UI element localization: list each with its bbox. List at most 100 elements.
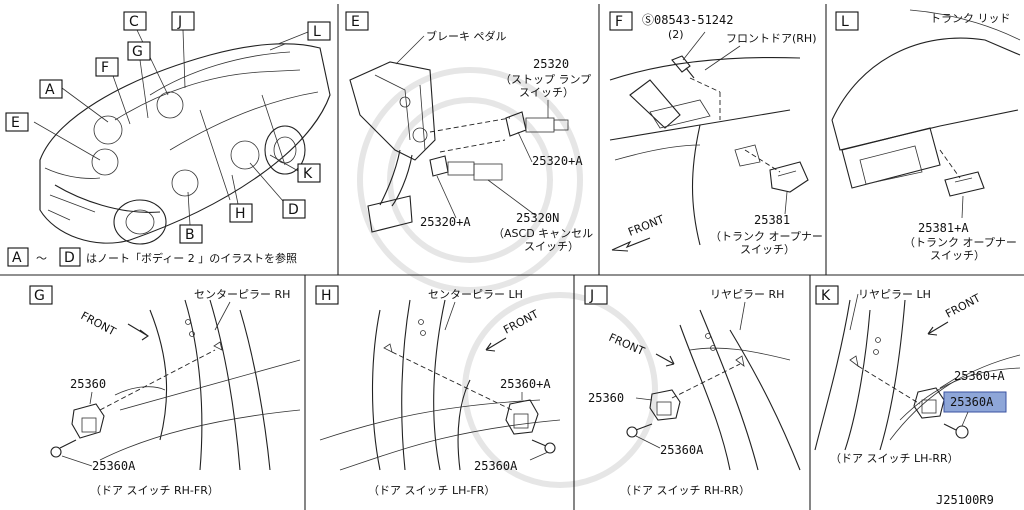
overview-panel: A B C D E F G H J K L A 〜 D はノート「ボディー 2 … — [5, 11, 331, 267]
svg-text:はノート「ボディー 2 」のイラストを参照: はノート「ボディー 2 」のイラストを参照 — [86, 251, 297, 265]
svg-text:25360: 25360 — [588, 391, 624, 405]
screw-icon — [626, 423, 653, 438]
center-pillar-lh — [319, 299, 561, 471]
svg-text:（ドア スイッチ RH-RR）: （ドア スイッチ RH-RR） — [620, 484, 750, 497]
svg-text:G: G — [34, 288, 45, 304]
front-arrow-k — [927, 321, 949, 336]
callout-a[interactable]: A — [39, 79, 63, 99]
svg-text:センターピラー RH: センターピラー RH — [194, 288, 290, 301]
svg-text:J: J — [589, 288, 594, 304]
car-illustration — [39, 43, 331, 245]
svg-text:D: D — [288, 202, 299, 218]
callout-c[interactable]: C — [123, 11, 147, 31]
front-arrow-f — [611, 237, 651, 252]
svg-text:25360+A: 25360+A — [500, 377, 551, 391]
svg-text:25381: 25381 — [754, 213, 790, 227]
callout-f[interactable]: F — [95, 57, 119, 77]
svg-text:（ストップ ランプ: （ストップ ランプ — [500, 73, 591, 86]
svg-text:(2): (2) — [668, 28, 684, 41]
panel-grid — [0, 4, 1024, 510]
svg-text:（ドア スイッチ RH-FR）: （ドア スイッチ RH-FR） — [90, 484, 219, 497]
door-switch-rh-rr — [649, 389, 681, 421]
svg-text:スイッチ）: スイッチ） — [524, 240, 579, 253]
svg-text:25360: 25360 — [70, 377, 106, 391]
svg-text:F: F — [101, 60, 109, 76]
svg-text:フロントドア(RH): フロントドア(RH) — [726, 32, 817, 45]
callout-b[interactable]: B — [179, 224, 203, 244]
ascd-cancel-switch — [429, 155, 503, 181]
svg-text:J: J — [177, 14, 182, 30]
svg-text:H: H — [321, 288, 332, 304]
screw-icon — [943, 423, 969, 439]
panel-l: L トランク リッド 25381+A （トランク オープナー スイッチ） — [831, 9, 1021, 262]
panel-f: F Ⓢ08543-51242 (2) フロントドア(RH) 25381 （トラン… — [609, 11, 823, 256]
panel-g: G センターピラー RH 25360 25360A （ドア スイッチ R — [29, 285, 301, 497]
svg-text:25360A: 25360A — [660, 443, 704, 457]
stop-lamp-switch — [505, 111, 569, 137]
svg-text:K: K — [303, 166, 313, 182]
callout-e[interactable]: E — [5, 112, 29, 132]
front-door-illustration — [609, 56, 801, 246]
svg-text:リヤピラー RH: リヤピラー RH — [710, 288, 784, 301]
svg-text:25381+A: 25381+A — [918, 221, 969, 235]
bolt-icon — [671, 55, 695, 79]
svg-text:25360A: 25360A — [92, 459, 136, 473]
svg-text:25320N: 25320N — [516, 211, 559, 225]
door-switch-lh-fr — [505, 399, 539, 435]
panel-k: K リヤピラー LH 25360+A 25360A （ドア スイッチ LH-RR… — [814, 285, 1021, 465]
callout-g[interactable]: G — [127, 41, 151, 61]
svg-text:スイッチ）: スイッチ） — [519, 86, 574, 99]
trunk-opener-switch-l — [944, 171, 985, 197]
screw-icon — [50, 439, 77, 458]
svg-text:L: L — [841, 14, 849, 30]
svg-text:（ドア スイッチ LH-FR）: （ドア スイッチ LH-FR） — [368, 484, 495, 497]
svg-text:（トランク オープナー: （トランク オープナー — [904, 236, 1017, 249]
svg-text:L: L — [313, 24, 321, 40]
svg-text:G: G — [132, 44, 143, 60]
front-arrow-j — [655, 353, 675, 367]
rear-pillar-rh — [679, 309, 801, 471]
svg-text:FRONT: FRONT — [943, 291, 983, 320]
svg-text:リヤピラー LH: リヤピラー LH — [858, 288, 931, 301]
svg-text:25320+A: 25320+A — [420, 215, 471, 229]
callout-l[interactable]: L — [307, 21, 331, 41]
rear-pillar-lh — [814, 299, 1021, 451]
trunk-lid-illustration — [831, 9, 1021, 189]
svg-text:25320: 25320 — [533, 57, 569, 71]
door-switch-rh-fr — [71, 403, 105, 439]
highlighted-part-25360a[interactable] — [943, 391, 1007, 413]
diagram-id: J25100R9 — [936, 493, 994, 507]
svg-text:C: C — [129, 14, 139, 30]
svg-text:25360A: 25360A — [474, 459, 518, 473]
svg-text:FRONT: FRONT — [626, 213, 666, 239]
callout-h[interactable]: H — [229, 203, 253, 223]
svg-text:A: A — [45, 82, 55, 98]
callout-d[interactable]: D — [282, 199, 306, 219]
overview-note: A 〜 D はノート「ボディー 2 」のイラストを参照 — [7, 247, 297, 267]
overview-leaders — [33, 29, 309, 226]
svg-text:B: B — [185, 227, 195, 243]
svg-text:〜: 〜 — [36, 252, 47, 265]
svg-text:D: D — [64, 250, 75, 266]
svg-text:スイッチ）: スイッチ） — [740, 243, 795, 256]
callout-k[interactable]: K — [297, 163, 321, 183]
svg-text:25360A: 25360A — [950, 395, 994, 409]
svg-text:センターピラー LH: センターピラー LH — [428, 288, 523, 301]
screw-icon — [531, 439, 556, 454]
svg-text:（ドア スイッチ LH-RR）: （ドア スイッチ LH-RR） — [830, 452, 959, 465]
svg-text:E: E — [351, 14, 360, 30]
panel-e: E ブレーキ ペダル 25320 （ストップ ランプ スイッチ） 2 — [345, 11, 593, 253]
svg-text:ブレーキ ペダル: ブレーキ ペダル — [426, 29, 507, 43]
door-switch-lh-rr — [913, 387, 945, 419]
svg-text:E: E — [11, 115, 20, 131]
svg-text:トランク リッド: トランク リッド — [930, 12, 1011, 25]
panel-h: H センターピラー LH 25360+A 25360A （ドア スイッチ LH-… — [315, 285, 561, 497]
front-arrow-h — [485, 337, 507, 352]
svg-text:H: H — [235, 206, 246, 222]
svg-text:K: K — [821, 288, 831, 304]
center-pillar-rh — [99, 299, 301, 471]
svg-text:A: A — [12, 250, 22, 266]
callout-j[interactable]: J — [171, 11, 195, 31]
svg-text:25360+A: 25360+A — [954, 369, 1005, 383]
